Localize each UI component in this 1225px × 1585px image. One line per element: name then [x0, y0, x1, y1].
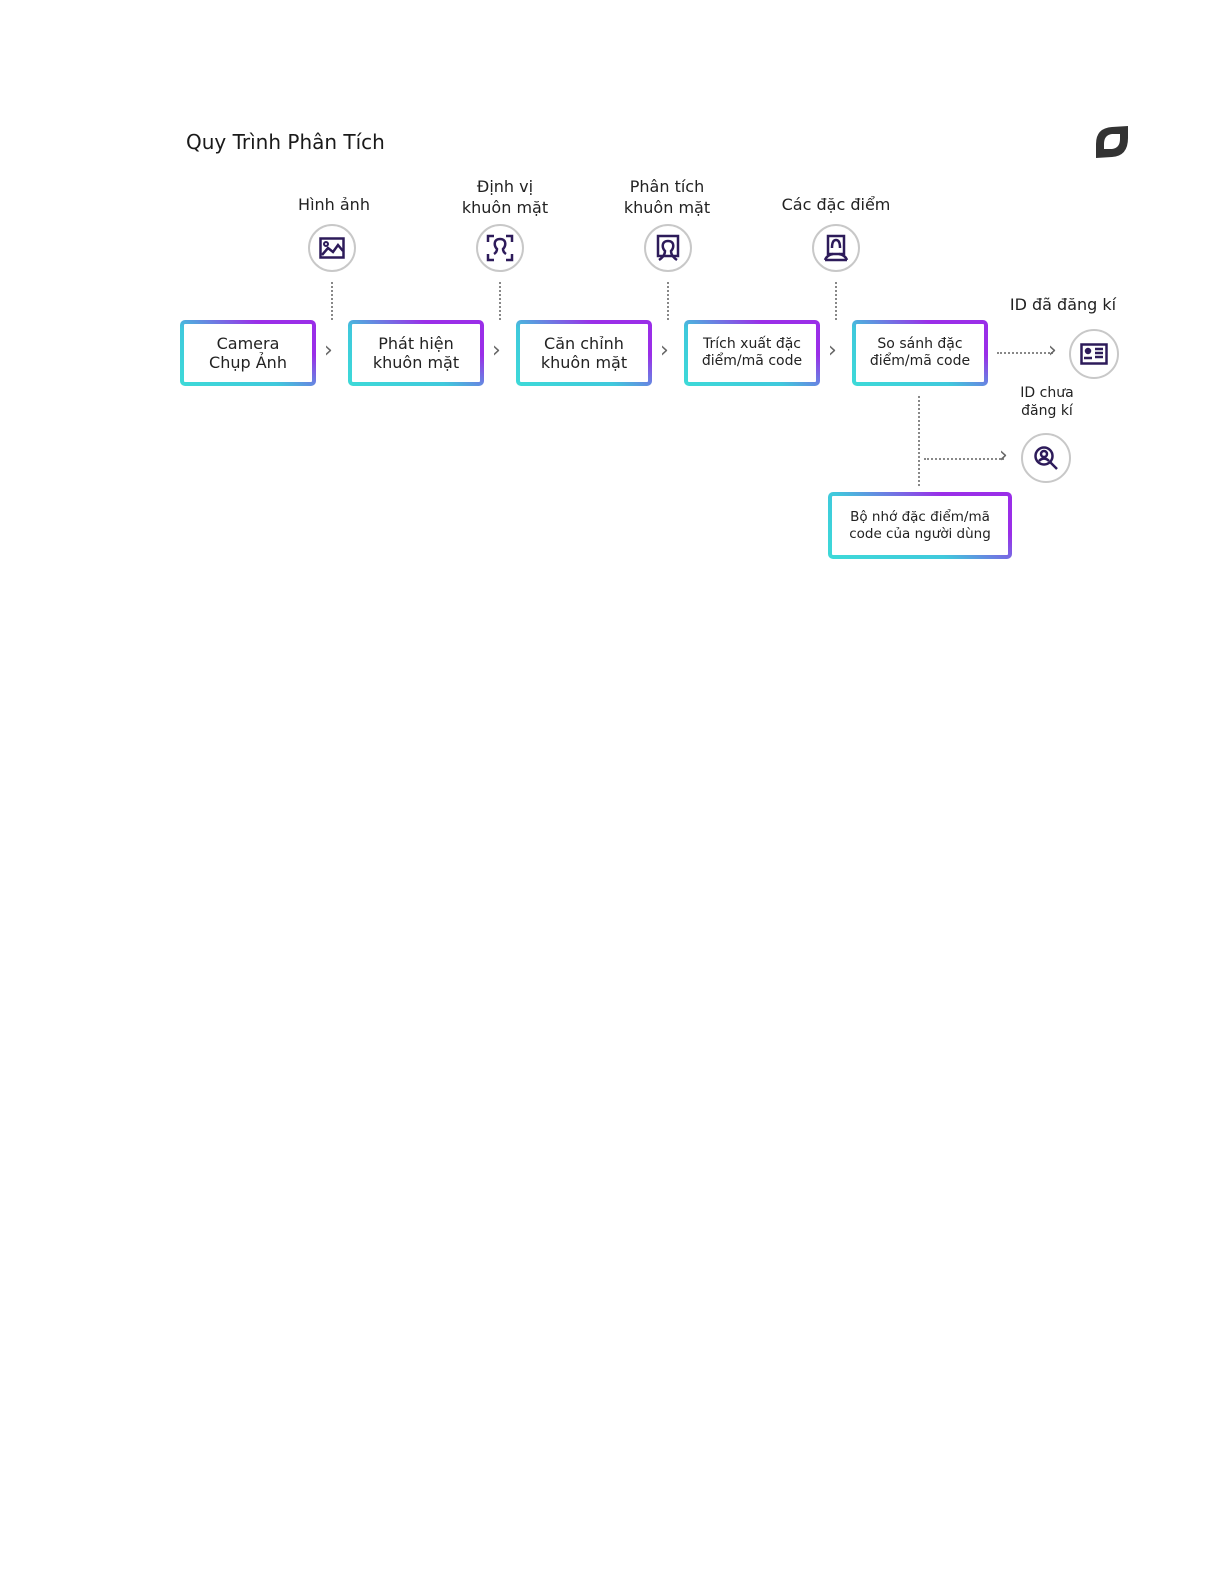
stage-label-line: khuôn mặt	[623, 197, 711, 217]
search-user-icon	[1021, 433, 1071, 483]
face-locate-icon	[476, 224, 524, 272]
storage-text: code của người dùng	[849, 525, 991, 542]
unregistered-id-label: ID chưa đăng kí	[1020, 384, 1073, 420]
step-text: Phát hiện	[378, 333, 454, 353]
registered-id-label: ID đã đăng kí	[1009, 295, 1117, 314]
chevron-right-icon: ›	[324, 338, 333, 363]
brand-logo-icon	[1096, 126, 1128, 158]
page-title: Quy Trình Phân Tích	[186, 130, 385, 154]
chevron-right-icon: ›	[660, 338, 669, 363]
chevron-right-icon: ›	[828, 338, 837, 363]
chevron-right-icon: ›	[999, 443, 1008, 468]
stage-label-line: Phân tích	[629, 177, 705, 196]
connector-dotted	[918, 396, 920, 486]
step-text: khuôn mặt	[540, 353, 628, 372]
chevron-right-icon: ›	[1048, 338, 1057, 363]
step-text: Căn chỉnh	[544, 333, 624, 353]
stage-label-line: Định vị	[476, 177, 534, 196]
step-text: điểm/mã code	[701, 353, 803, 369]
stage-label-image: Hình ảnh	[298, 195, 370, 214]
label-line: đăng kí	[1021, 403, 1073, 420]
id-card-icon	[1069, 329, 1119, 379]
connector-dotted	[924, 458, 1004, 460]
face-analyze-icon	[644, 224, 692, 272]
label-line: ID chưa	[1020, 385, 1074, 401]
storage-text: Bộ nhớ đặc điểm/mã	[850, 509, 990, 526]
connector-dotted	[835, 282, 837, 320]
stage-label-line: khuôn mặt	[461, 197, 549, 217]
chevron-right-icon: ›	[492, 338, 501, 363]
face-features-icon	[812, 224, 860, 272]
connector-dotted	[499, 282, 501, 320]
step-text: Trích xuất đặc	[703, 336, 801, 353]
step-text: Camera	[216, 333, 280, 353]
stage-label-features: Các đặc điểm	[781, 195, 891, 214]
connector-dotted	[667, 282, 669, 320]
step-text: Chụp Ảnh	[209, 353, 287, 372]
step-text: So sánh đặc	[877, 336, 963, 353]
connector-dotted	[331, 282, 333, 320]
image-icon	[308, 224, 356, 272]
step-text: điểm/mã code	[869, 353, 971, 369]
step-text: khuôn mặt	[372, 353, 460, 372]
connector-dotted	[997, 352, 1053, 354]
